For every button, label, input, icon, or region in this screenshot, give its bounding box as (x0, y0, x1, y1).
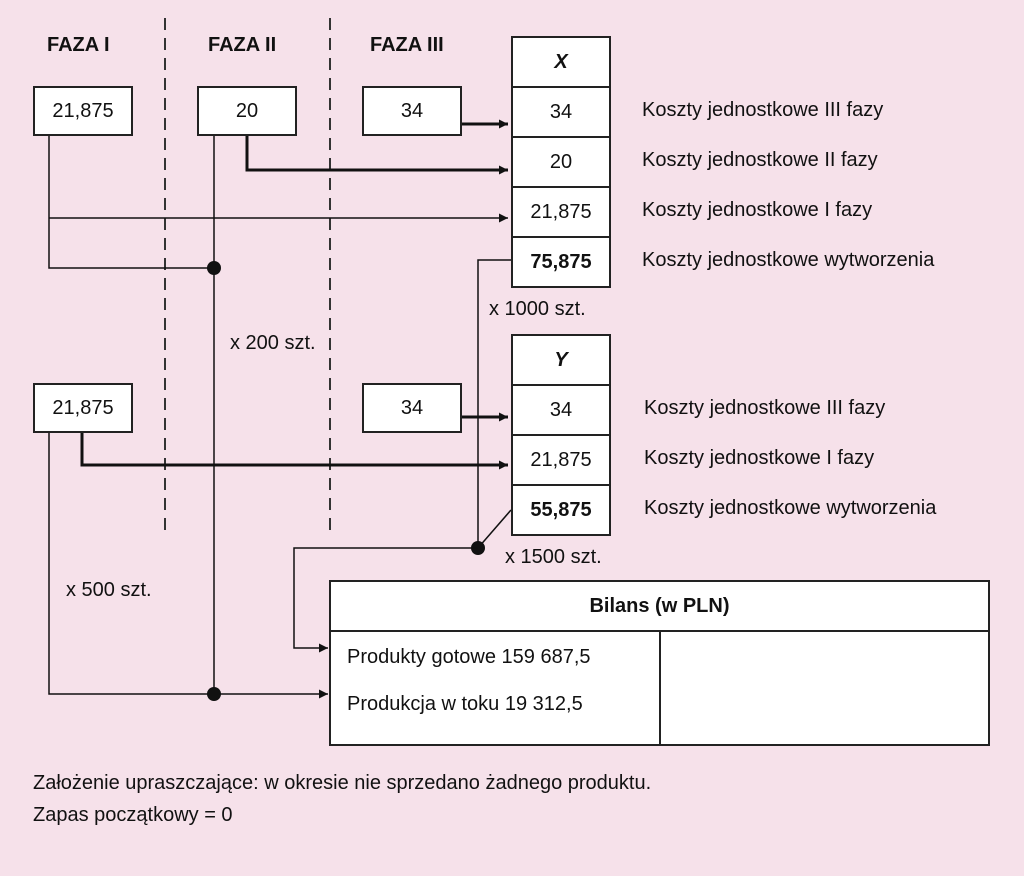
arrow-20-to-x2 (245, 134, 508, 175)
product-x-label-1: Koszty jednostkowe I fazy (642, 199, 873, 221)
product-x-cost-1: 21,875 (511, 186, 611, 238)
phase-header-1: FAZA I (47, 34, 110, 56)
product-y-quantity: x 1500 szt. (505, 546, 602, 568)
cost-box-faza1-y: 21,875 (33, 383, 133, 433)
junction-dot-bottom (207, 687, 221, 701)
product-y-cost-3: 34 (511, 384, 611, 436)
phase-header-3: FAZA III (370, 34, 444, 56)
product-x-quantity: x 1000 szt. (489, 298, 586, 320)
line-x-total-out (477, 259, 511, 548)
product-x-label-3: Koszty jednostkowe III fazy (642, 99, 884, 121)
product-x-cost-3: 34 (511, 86, 611, 138)
footnote-assumption: Założenie upraszczające: w okresie nie s… (33, 772, 652, 794)
product-x-label-total: Koszty jednostkowe wytworzenia (642, 249, 935, 271)
product-y-total: 55,875 (511, 484, 611, 536)
bilans-liabilities (659, 630, 990, 746)
bilans-row-produkty-gotowe: Produkty gotowe 159 687,5 (347, 646, 591, 668)
line-y-total-out (477, 509, 512, 549)
product-y-cost-1: 21,875 (511, 434, 611, 486)
bilans-row-produkcja-w-toku: Produkcja w toku 19 312,5 (347, 693, 583, 715)
footnote-initial-stock: Zapas początkowy = 0 (33, 804, 233, 826)
product-y-label-3: Koszty jednostkowe III fazy (644, 397, 886, 419)
product-x-cost-2: 20 (511, 136, 611, 188)
phase-header-2: FAZA II (208, 34, 277, 56)
arrow-to-produkty-gotowe (293, 547, 478, 653)
cost-box-faza1-x: 21,875 (33, 86, 133, 136)
junction-dot-top (207, 261, 221, 275)
faza1-quantity: x 500 szt. (66, 579, 152, 601)
product-x-header: X (511, 36, 611, 88)
faza2-quantity: x 200 szt. (230, 332, 316, 354)
product-y-header: Y (511, 334, 611, 386)
line-faza1-x-down (48, 134, 214, 269)
cost-box-faza2-x: 20 (197, 86, 297, 136)
bilans-assets: Produkty gotowe 159 687,5 Produkcja w to… (329, 630, 661, 746)
arrow-to-produkcja-w-toku (48, 433, 328, 699)
bilans-title: Bilans (w PLN) (589, 595, 730, 617)
product-x-label-2: Koszty jednostkowe II fazy (642, 149, 878, 171)
arrow-faza1-to-y1 (80, 433, 508, 470)
bilans-header: Bilans (w PLN) (329, 580, 990, 632)
product-y-label-total: Koszty jednostkowe wytworzenia (644, 497, 937, 519)
cost-box-faza3-y: 34 (362, 383, 462, 433)
product-y-label-1: Koszty jednostkowe I fazy (644, 447, 875, 469)
product-x-total: 75,875 (511, 236, 611, 288)
cost-box-faza3-x: 34 (362, 86, 462, 136)
